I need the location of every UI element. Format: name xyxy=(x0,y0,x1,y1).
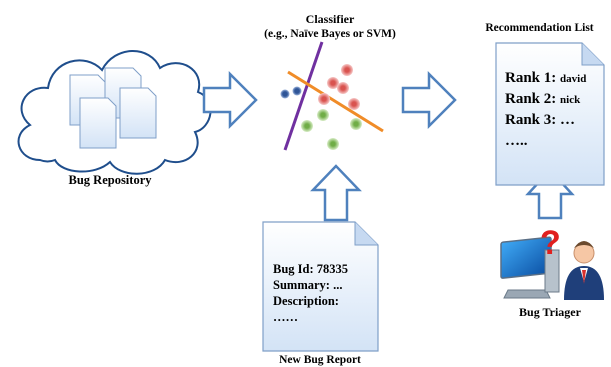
report-line-bug-id: Bug Id: 78335 xyxy=(273,262,349,276)
recommendation-list: Rank 1: david Rank 2: nick Rank 3: … ….. xyxy=(505,70,586,150)
report-line-description: Description: xyxy=(273,294,339,308)
data-point-green xyxy=(350,118,362,130)
classifier-subtitle: (e.g., Naïve Bayes or SVM) xyxy=(264,28,396,40)
recommendation-label: Recommendation List xyxy=(485,22,594,34)
data-point-red xyxy=(327,77,339,89)
rank-key-2: Rank 2: xyxy=(505,91,557,107)
rank-value-1: david xyxy=(560,73,587,85)
rank-key-3: Rank 3: xyxy=(505,112,557,128)
new-report-document xyxy=(262,221,379,352)
svg-text:?: ? xyxy=(540,224,561,262)
report-line-summary: Summary: ... xyxy=(273,278,343,292)
new-report-label: New Bug Report xyxy=(279,354,361,366)
separator-line-orange xyxy=(287,70,384,133)
data-point-green xyxy=(327,138,339,150)
triager-label: Bug Triager xyxy=(519,305,581,319)
data-point-red xyxy=(337,82,349,94)
arrow-report-to-classifier xyxy=(310,164,362,222)
separator-line-purple xyxy=(283,41,324,151)
data-point-red xyxy=(318,93,330,105)
rank-key-1: Rank 1: xyxy=(505,70,557,86)
rank-item-3: Rank 3: … xyxy=(505,112,586,129)
repository-label: Bug Repository xyxy=(68,173,152,187)
data-point-red xyxy=(341,64,353,76)
rank-value-3: … xyxy=(560,112,576,128)
data-point-blue xyxy=(280,89,290,99)
rank-item-1: Rank 1: david xyxy=(505,70,586,87)
rank-more: ….. xyxy=(505,133,528,149)
data-point-red xyxy=(348,98,360,110)
classifier-plot xyxy=(280,41,384,151)
data-point-green xyxy=(301,120,313,132)
arrow-repo-to-classifier xyxy=(202,70,258,130)
rank-value-2: nick xyxy=(560,94,581,106)
recommendation-document xyxy=(495,42,605,186)
repository-documents xyxy=(69,67,157,149)
person-computer-question-icon: ? xyxy=(500,224,604,300)
report-line-more: …… xyxy=(273,310,298,324)
new-report-content: Bug Id: 78335 Summary: ... Description: … xyxy=(273,262,348,325)
data-point-blue xyxy=(292,86,302,96)
data-point-green xyxy=(317,109,329,121)
rank-item-2: Rank 2: nick xyxy=(505,91,586,108)
arrow-classifier-to-list xyxy=(401,70,457,130)
classifier-title: Classifier xyxy=(305,12,355,26)
